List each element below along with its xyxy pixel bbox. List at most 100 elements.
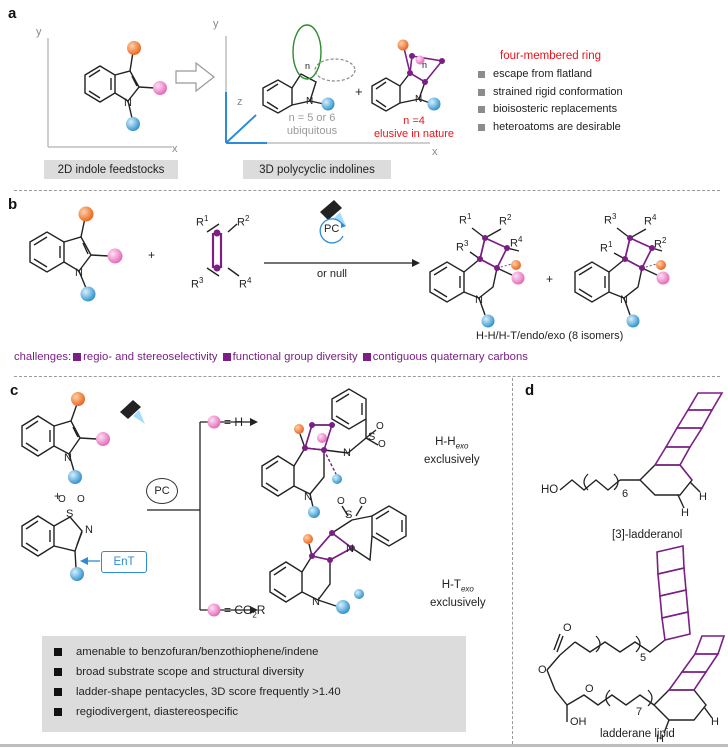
ring-size-n-right: n [422, 60, 428, 70]
panel-a-letter: a [8, 5, 17, 22]
atom-o1-saccharin: O [58, 494, 66, 505]
bullet-square [478, 88, 485, 96]
n56-line1: n = 5 or 6 [288, 112, 336, 124]
ht-product-indoline-n: N [312, 596, 320, 608]
hh-product-o2: O [378, 439, 386, 450]
alkene-r2: R2 [237, 214, 250, 229]
blue-substituent-n4 [427, 97, 441, 111]
bottom-rule [0, 744, 728, 747]
n4-line1: n =4 [403, 115, 425, 127]
indoline-n56 [262, 73, 325, 114]
isomers-caption: H-H/H-T/endo/exo (8 isomers) [476, 330, 624, 342]
alkene-r4: R4 [239, 276, 252, 291]
axis-x-2d: x [172, 143, 178, 155]
hh-product-s: S [368, 431, 376, 443]
panel-d-drawing [546, 392, 726, 734]
feature-item: ladder-shape pentacycles, 3D score frequ… [54, 682, 466, 702]
panel-c-letter: c [10, 382, 19, 399]
bullet-square [54, 708, 62, 716]
substituent-co2r-label: = CO2R [224, 603, 266, 620]
benefit-item: heteroatoms are desirable [478, 119, 623, 137]
atom-s-saccharin: S [66, 508, 74, 520]
ladderanol-h2: H [699, 491, 707, 503]
photocatalyst-label-b: PC [324, 223, 340, 235]
lipid-ether-o: O [585, 683, 594, 695]
ladderanol-ho: HO [541, 484, 559, 496]
alkene [206, 223, 240, 277]
feature-item: amenable to benzofuran/benzothiophene/in… [54, 642, 466, 662]
four-ring-title: four-membered ring [500, 50, 601, 62]
alkene-r1: R1 [196, 214, 209, 229]
atom-o2-saccharin: O [77, 494, 85, 505]
blue-substituent-2d [126, 117, 140, 131]
panel-d-letter: d [525, 382, 535, 399]
axes-3d [225, 36, 430, 144]
hh-exo-label: H-Hexo exclusively [424, 436, 480, 467]
indole-2d [84, 51, 156, 119]
plus-sign-c: + [54, 489, 62, 503]
bullet-square [222, 353, 231, 361]
plus-sign-b1: + [148, 248, 156, 262]
features-box: amenable to benzofuran/benzothiophene/in… [42, 636, 466, 732]
prod1-r1: R1 [459, 212, 472, 227]
lipid-chain-count-7: 7 [636, 706, 643, 718]
panel-c-drawing [21, 388, 407, 617]
conversion-arrow [175, 61, 215, 93]
prod2-r4: R4 [644, 213, 657, 228]
challenges-line: challenges:regio- and stereoselectivity … [14, 351, 528, 363]
dashed-ring [314, 58, 356, 82]
lipid-chain-count-5: 5 [640, 652, 647, 664]
axis-x-3d: x [432, 146, 438, 158]
ht-product-n: N [346, 543, 354, 555]
prod1-r3: R3 [456, 239, 469, 254]
ring-size-n-left: n [305, 61, 311, 71]
hh-product-n: N [343, 447, 351, 459]
or-null-label: or null [317, 268, 347, 280]
n56-line2: ubiquitous [286, 125, 338, 137]
prod2-r3: R3 [604, 212, 617, 227]
n4-caption: n =4 elusive in nature [368, 115, 460, 141]
energy-transfer-label: EnT [101, 551, 147, 573]
prod1-r4: R4 [510, 235, 523, 250]
ht-exo-label: H-Texo exclusively [430, 579, 486, 610]
ht-product-o1: O [337, 496, 345, 507]
pink-substituent-2d [153, 81, 167, 95]
blue-substituent-n56 [321, 97, 335, 111]
hh-product-o1: O [376, 421, 384, 432]
indoline-n4 [371, 72, 431, 112]
axis-y-2d: y [36, 26, 42, 38]
alkene-r3: R3 [191, 276, 204, 291]
axis-z-3d: z [237, 96, 243, 108]
divider-ab [14, 190, 720, 191]
plus-sign-a: + [355, 84, 363, 99]
atom-n-saccharin: N [85, 524, 93, 536]
hh-product-indoline-n: N [304, 491, 312, 503]
product-2 [574, 227, 663, 316]
atom-n-2d: N [124, 97, 132, 109]
lipid-ester-o: O [538, 664, 547, 676]
plus-sign-b2: + [546, 272, 554, 286]
ladderanol-chain-count: 6 [622, 488, 629, 500]
ladderane-lipid-name: ladderane lipid [600, 728, 675, 740]
benefit-item: escape from flatland [478, 66, 623, 84]
axes-2d [47, 38, 172, 148]
atom-n-prod2: N [620, 294, 628, 306]
four-ring-benefits: escape from flatland strained rigid conf… [478, 66, 623, 136]
prod2-r2: R2 [654, 236, 667, 251]
bullet-square [478, 106, 485, 114]
axis-y-3d: y [213, 18, 219, 30]
atom-n-b: N [75, 267, 83, 279]
divider-bc [14, 376, 720, 377]
benefit-item: strained rigid conformation [478, 84, 623, 102]
n56-caption: n = 5 or 6 ubiquitous [274, 112, 350, 138]
panel-b-letter: b [8, 196, 18, 213]
ladderanol-name: [3]-ladderanol [612, 529, 683, 541]
prod2-r1: R1 [600, 240, 613, 255]
atom-n-prod1: N [475, 294, 483, 306]
bullet-square [54, 648, 62, 656]
orange-substituent-n4 [397, 39, 409, 51]
bullet-square [54, 668, 62, 676]
lipid-oh: OH [570, 716, 587, 728]
atom-n-n56: N [306, 96, 314, 107]
lipid-h1: H [656, 733, 664, 745]
